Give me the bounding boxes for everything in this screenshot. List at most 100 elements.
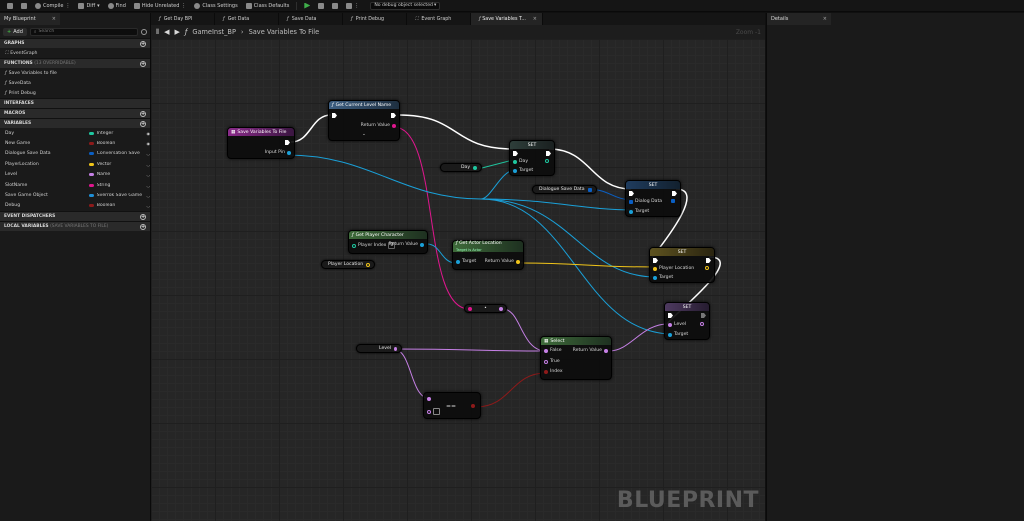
return-value-pin[interactable]: Return Value: [389, 242, 424, 247]
level-out-pin[interactable]: [700, 322, 704, 326]
exec-in-pin[interactable]: [653, 258, 658, 263]
add-graph-icon[interactable]: +: [140, 40, 146, 47]
gear-icon[interactable]: [141, 28, 147, 35]
exec-out-pin[interactable]: [701, 313, 706, 318]
debug-object-select[interactable]: No debug object selected▾: [370, 1, 441, 10]
variables-section[interactable]: VARIABLES+: [0, 118, 150, 128]
class-settings-button[interactable]: Class Settings: [191, 1, 240, 11]
closed-eye-icon[interactable]: ◡: [146, 172, 151, 178]
target-pin[interactable]: Target: [629, 209, 649, 214]
add-variable-icon[interactable]: +: [140, 120, 146, 127]
equal-node[interactable]: ==: [423, 392, 481, 419]
exec-out-pin[interactable]: [285, 140, 290, 145]
exec-in-pin[interactable]: [668, 313, 673, 318]
day-variable-node[interactable]: Day: [440, 163, 483, 172]
b-value-box[interactable]: [433, 408, 440, 415]
browse-icon[interactable]: [18, 1, 30, 11]
stop-button[interactable]: [329, 1, 341, 11]
exec-out-pin[interactable]: [391, 113, 396, 118]
close-icon[interactable]: ×: [532, 16, 537, 22]
eject-button[interactable]: ⋮: [343, 1, 362, 11]
my-blueprint-tab[interactable]: My Blueprint×: [0, 13, 60, 25]
set-level-node[interactable]: SET Level Target: [664, 302, 710, 340]
exec-out-pin[interactable]: [672, 191, 677, 196]
string-to-name-conversion-node[interactable]: •: [464, 304, 507, 313]
input-pin[interactable]: Input Pin: [265, 150, 291, 155]
player-location-out-pin[interactable]: [705, 266, 709, 270]
day-pin[interactable]: Day: [513, 159, 528, 164]
find-button[interactable]: Find: [105, 1, 129, 11]
hide-unrelated-button[interactable]: Hide Unrelated⋮: [131, 1, 190, 11]
a-pin[interactable]: [427, 397, 431, 401]
return-value-pin[interactable]: Return Value: [485, 259, 520, 264]
exec-in-pin[interactable]: [629, 191, 634, 196]
player-location-variable-node[interactable]: Player Location: [321, 260, 376, 269]
search-input[interactable]: [38, 29, 137, 34]
result-pin[interactable]: [471, 404, 475, 408]
false-pin[interactable]: False: [544, 348, 562, 353]
closed-eye-icon[interactable]: ◡: [146, 182, 151, 188]
eye-icon[interactable]: ◉: [146, 141, 151, 147]
compile-button[interactable]: Compile⋮: [32, 1, 73, 11]
dialog-out-pin[interactable]: [671, 199, 675, 203]
forward-arrow-icon[interactable]: ▶: [174, 28, 180, 36]
add-local-variable-icon[interactable]: +: [140, 223, 146, 230]
class-defaults-button[interactable]: Class Defaults: [243, 1, 293, 11]
event-dispatchers-section[interactable]: EVENT DISPATCHERS+: [0, 211, 150, 222]
b-pin[interactable]: [427, 408, 440, 415]
index-pin[interactable]: Index: [544, 369, 563, 374]
set-dialog-data-node[interactable]: SET Dialog Data Target: [625, 180, 681, 217]
level-pin[interactable]: Level: [668, 322, 686, 327]
exec-in-pin[interactable]: [513, 151, 518, 156]
tab-event-graph[interactable]: ⛶Event Graph: [407, 13, 471, 25]
close-icon[interactable]: ×: [822, 16, 827, 22]
chevron-down-icon[interactable]: ⌄: [362, 132, 366, 137]
graph-menu-icon[interactable]: ⦀: [156, 27, 160, 36]
target-pin[interactable]: Target: [668, 332, 688, 337]
day-out-pin[interactable]: [545, 159, 549, 163]
breadcrumb-root[interactable]: GameInst_BP: [192, 28, 236, 36]
target-pin[interactable]: Target: [653, 275, 673, 280]
eye-icon[interactable]: ◉: [146, 130, 151, 136]
get-actor-location-node[interactable]: ƒ Get Actor Location Target is Actor Tar…: [452, 240, 524, 270]
add-macro-icon[interactable]: +: [140, 110, 146, 117]
level-variable-node[interactable]: Level: [356, 344, 402, 353]
closed-eye-icon[interactable]: ◡: [146, 203, 151, 209]
exec-out-pin[interactable]: [546, 151, 551, 156]
interfaces-section[interactable]: INTERFACES: [0, 98, 150, 108]
event-graph-item[interactable]: ⛶EventGraph: [5, 50, 38, 57]
select-node[interactable]: ▦Select False Return Value True Index: [540, 336, 612, 380]
add-dispatcher-icon[interactable]: +: [140, 213, 146, 220]
diff-button[interactable]: Diff▾: [75, 1, 102, 11]
dialogue-save-data-variable-node[interactable]: Dialogue Save Data: [532, 185, 597, 194]
tab-save-variables[interactable]: ƒ Save Variables T...×: [471, 13, 543, 25]
add-button[interactable]: +Add: [3, 27, 27, 36]
return-value-pin[interactable]: Return Value: [573, 348, 608, 353]
functions-section[interactable]: FUNCTIONS (13 OVERRIDABLE)+: [0, 58, 150, 68]
back-arrow-icon[interactable]: ◀: [164, 28, 170, 36]
search-field[interactable]: ⌕: [29, 27, 138, 36]
local-variables-section[interactable]: LOCAL VARIABLES (SAVE VARIABLES TO FILE)…: [0, 221, 150, 232]
target-pin[interactable]: Target: [456, 259, 476, 264]
target-pin[interactable]: Target: [513, 168, 533, 173]
closed-eye-icon[interactable]: ◡: [146, 161, 151, 167]
closed-eye-icon[interactable]: ◡: [146, 151, 151, 157]
